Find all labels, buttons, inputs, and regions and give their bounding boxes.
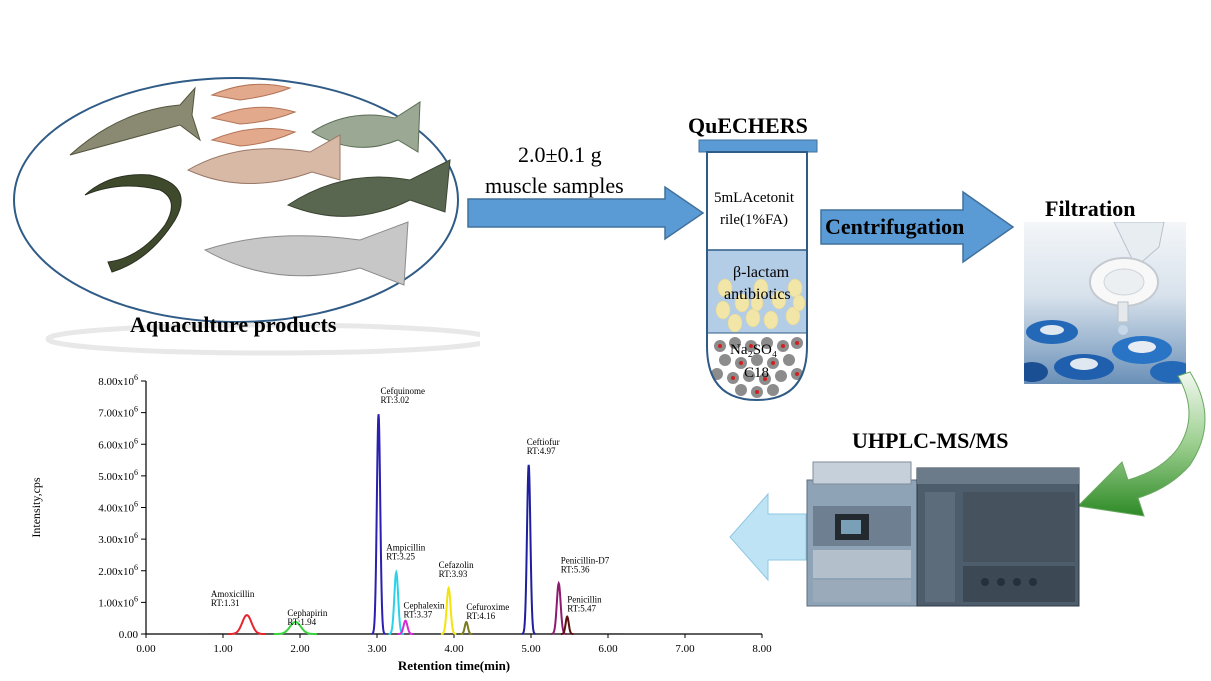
peak-label-name: Cefquinome (381, 386, 426, 396)
peak-label-rt: RT:3.93 (439, 569, 468, 579)
peak-cephalexin (397, 619, 414, 635)
eel-icon (84, 174, 182, 273)
fish-icon (69, 86, 201, 156)
uhplc-instrument-photo (806, 461, 1080, 607)
peak-penicillin (561, 615, 574, 635)
y-tick-label: 1.00x106 (98, 594, 138, 609)
fish-icon (286, 159, 451, 217)
peak-cefuroxime (460, 620, 473, 635)
y-tick-label: 2.00x106 (98, 563, 138, 578)
aquaculture-label: Aquaculture products (130, 312, 337, 337)
y-tick-label: 8.00x106 (98, 373, 138, 388)
tube-salt-line1: Na₂SO₄ (730, 342, 778, 358)
aquaculture-illustration (13, 77, 495, 356)
peak-label-name: Cefuroxime (466, 602, 509, 612)
tube-solvent-line2: rile(1%FA) (720, 212, 789, 228)
sample-type-label: muscle samples (485, 173, 624, 198)
x-tick-label: 6.00 (598, 643, 618, 655)
tube-solvent-line1: 5mLAcetonit (714, 190, 794, 206)
peak-ampicillin (388, 568, 405, 635)
peak-label-name: Penicillin-D7 (561, 555, 610, 565)
peak-label-rt: RT:3.25 (386, 551, 415, 561)
y-tick-label: 0.00 (119, 629, 139, 641)
peak-label-name: Cefazolin (439, 560, 474, 570)
centrifugation-arrow (820, 190, 1015, 264)
peak-label-rt: RT:4.97 (527, 446, 556, 456)
sample-amount-label: 2.0±0.1 g (518, 142, 602, 167)
y-tick-label: 4.00x106 (98, 500, 138, 515)
result-arrow (729, 492, 807, 582)
filtration-photo (1024, 222, 1186, 384)
peak-label-name: Ampicillin (386, 542, 425, 552)
instrument-label: UHPLC-MS/MS (852, 428, 1009, 453)
x-tick-label: 4.00 (444, 643, 464, 655)
peak-ceftiofur (521, 464, 536, 635)
centrifugation-label: Centrifugation (825, 214, 965, 239)
peak-cefquinome (371, 414, 386, 635)
tube-title: QuECHERS (688, 113, 808, 138)
peak-cefazolin (440, 585, 457, 635)
fish-icon (203, 221, 409, 286)
x-tick-label: 2.00 (290, 643, 310, 655)
x-tick-label: 7.00 (675, 643, 695, 655)
tube-sorbent-line2: C18 (744, 365, 770, 381)
quechers-tube (698, 139, 818, 402)
shrimp-icon (210, 83, 297, 147)
peak-label-name: Amoxicillin (211, 589, 255, 599)
transfer-arrow (1076, 371, 1206, 517)
peak-label-name: Cephapirin (287, 608, 327, 618)
y-tick-label: 3.00x106 (98, 531, 138, 546)
peak-label-rt: RT:1.94 (287, 617, 316, 627)
peak-label-name: Cephalexin (403, 601, 444, 611)
peak-label-rt: RT:1.31 (211, 598, 240, 608)
peak-label-name: Penicillin (567, 595, 602, 605)
filtration-label: Filtration (1045, 196, 1136, 221)
x-tick-label: 5.00 (521, 643, 541, 655)
chart-peaks (207, 414, 624, 635)
chromatogram: 0.00 1.00x106 2.00x106 3.00x106 4.00x106 5.00… (29, 373, 772, 673)
y-tick-label: 6.00x106 (98, 436, 138, 451)
x-tick-label: 0.00 (136, 643, 156, 655)
aquaculture-panel (0, 0, 495, 360)
peak-cephapirin (273, 620, 317, 635)
sample-arrow (467, 185, 705, 241)
x-tick-label: 1.00 (213, 643, 233, 655)
tube-analyte-line2: antibiotics (724, 286, 791, 303)
tube-analyte-line1: β-lactam (733, 264, 790, 281)
peak-label-rt: RT:4.16 (466, 611, 495, 621)
y-tick-label: 5.00x106 (98, 468, 138, 483)
peak-amoxicillin (228, 613, 266, 635)
x-tick-label: 8.00 (752, 643, 772, 655)
x-tick-label: 3.00 (367, 643, 387, 655)
y-tick-label: 7.00x106 (98, 405, 138, 420)
x-axis-title: Retention time(min) (398, 658, 510, 673)
chart-axes: 0.00 1.00x106 2.00x106 3.00x106 4.00x106 5.00… (29, 373, 772, 673)
peak-label-name: Ceftiofur (527, 437, 560, 447)
peak-label-rt: RT:5.47 (567, 604, 596, 614)
fish-icon (186, 134, 341, 184)
peak-label-rt: RT:3.02 (381, 395, 410, 405)
peak-label-rt: RT:3.37 (403, 610, 432, 620)
peak-penicillin-d7 (550, 580, 567, 635)
peak-label-rt: RT:5.36 (561, 564, 590, 574)
y-axis-title: Intensity,cps (29, 477, 43, 538)
